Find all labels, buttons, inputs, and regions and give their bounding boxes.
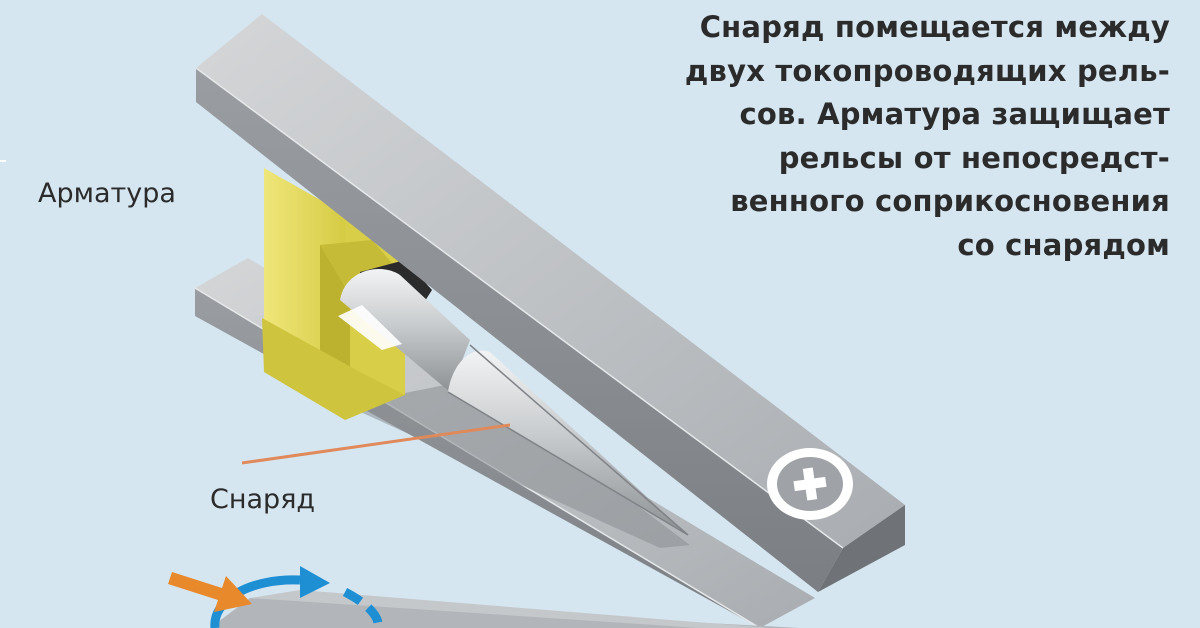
caption-line: Снаряд помещается между [699, 10, 1170, 44]
plus-icon [767, 448, 853, 520]
lower-rail-segment [210, 590, 800, 628]
projectile-shadow [345, 380, 690, 548]
caption-line: сов. Арматура защищает [739, 97, 1170, 131]
caption-line: двух токопроводящих рель- [684, 53, 1170, 88]
orange-arrow-icon [168, 572, 252, 612]
edge-marker [0, 160, 6, 162]
caption-line: со снарядом [957, 227, 1170, 262]
projectile-leader-line [241, 423, 511, 465]
caption-line: рельсы от непосредст- [778, 140, 1170, 175]
top-rail [195, 14, 905, 592]
projectile [338, 260, 689, 536]
projectile-label: Снаряд [210, 484, 316, 515]
armature-label: Арматура [38, 178, 176, 209]
description-caption: Снаряд помещается между двух токопроводя… [650, 6, 1170, 267]
caption-line: венного соприкосновения [730, 184, 1170, 218]
